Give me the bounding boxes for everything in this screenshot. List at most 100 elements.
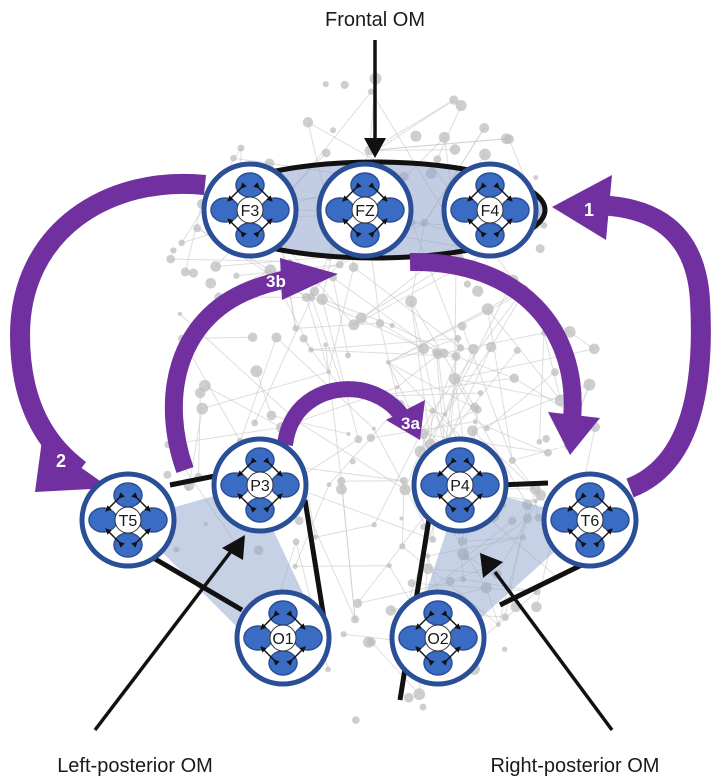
- network-node: [346, 432, 350, 436]
- network-node: [551, 368, 559, 376]
- network-node: [430, 408, 436, 414]
- electrode-subnode: [576, 483, 604, 507]
- network-node: [233, 273, 239, 279]
- network-node: [300, 335, 308, 343]
- electrode-label-o1: O1: [272, 631, 293, 648]
- network-node: [271, 332, 281, 342]
- network-node: [230, 155, 237, 162]
- network-node: [400, 477, 408, 485]
- network-node: [432, 348, 440, 356]
- network-node: [349, 262, 359, 272]
- network-node: [181, 268, 190, 277]
- network-node: [479, 149, 491, 161]
- network-node: [502, 647, 507, 652]
- electrode-label-o2: O2: [427, 631, 448, 648]
- network-node: [457, 344, 464, 351]
- network-node: [341, 81, 349, 89]
- electrode-subnode: [246, 498, 274, 522]
- left-posterior-om-label: Left-posterior OM: [57, 755, 213, 777]
- electrode-subnode: [236, 173, 264, 197]
- electrode-subnode: [269, 651, 297, 675]
- network-node: [542, 435, 550, 443]
- electrode-subnode: [476, 173, 504, 197]
- network-node: [166, 255, 175, 264]
- electrode-subnode: [114, 533, 142, 557]
- step-1-label: 1: [584, 200, 594, 220]
- network-node: [189, 268, 198, 277]
- network-node: [390, 323, 395, 328]
- network-node: [449, 373, 461, 385]
- network-node: [420, 704, 427, 711]
- network-edge: [539, 333, 544, 442]
- network-node: [293, 538, 300, 545]
- network-node: [237, 145, 244, 152]
- network-node: [336, 484, 347, 495]
- network-node: [251, 365, 263, 377]
- network-node: [163, 471, 171, 479]
- right-posterior-om-label: Right-posterior OM: [491, 755, 660, 777]
- electrode-subnode: [89, 508, 117, 532]
- network-node: [295, 516, 304, 525]
- network-node: [323, 342, 328, 347]
- network-node: [326, 370, 331, 375]
- network-node: [408, 579, 416, 587]
- network-node: [323, 81, 329, 87]
- arrow-1-head: [552, 175, 612, 240]
- network-node: [404, 693, 414, 703]
- electrode-label-f3: F3: [241, 203, 260, 220]
- electrode-node-o2: O2: [392, 592, 484, 684]
- network-node: [178, 240, 185, 247]
- network-node: [386, 605, 396, 615]
- network-node: [376, 319, 385, 328]
- network-node: [473, 419, 478, 424]
- network-node: [372, 522, 377, 527]
- network-node: [589, 344, 600, 355]
- electrode-subnode: [601, 508, 629, 532]
- electrode-node-p3: P3: [214, 439, 306, 531]
- electrode-subnode: [294, 626, 322, 650]
- electrode-node-f4: F4: [444, 164, 536, 256]
- electrode-subnode: [139, 508, 167, 532]
- electrode-subnode: [446, 448, 474, 472]
- electrode-subnode: [446, 498, 474, 522]
- network-node: [423, 563, 434, 574]
- network-node: [303, 117, 313, 127]
- network-node: [356, 312, 367, 323]
- step-3a-label: 3a: [401, 414, 420, 433]
- electrode-subnode: [476, 223, 504, 247]
- network-node: [292, 325, 299, 332]
- electrode-node-p4: P4: [414, 439, 506, 531]
- network-node: [482, 303, 494, 315]
- network-node: [410, 131, 421, 142]
- network-edge: [240, 337, 276, 441]
- network-edge: [295, 566, 389, 567]
- network-node: [372, 427, 376, 431]
- network-edge: [341, 481, 355, 619]
- network-edge: [205, 386, 282, 428]
- network-edge: [297, 421, 405, 490]
- network-node: [386, 360, 391, 365]
- network-node: [367, 434, 375, 442]
- electrode-subnode: [236, 223, 264, 247]
- network-node: [350, 458, 356, 464]
- network-node: [449, 95, 458, 104]
- network-node: [514, 347, 521, 354]
- electrode-subnode: [261, 198, 289, 222]
- network-edge: [256, 371, 271, 415]
- network-node: [533, 175, 538, 180]
- network-node: [474, 406, 482, 414]
- electrode-subnode: [351, 223, 379, 247]
- network-node: [186, 486, 191, 491]
- network-node: [429, 536, 436, 543]
- network-node: [352, 716, 360, 724]
- network-node: [210, 261, 221, 272]
- network-node: [345, 352, 351, 358]
- network-node: [443, 412, 448, 417]
- electrode-node-fz: FZ: [319, 164, 411, 256]
- network-node: [193, 224, 201, 232]
- network-edge: [306, 297, 328, 371]
- electrode-subnode: [551, 508, 579, 532]
- electrode-node-t5: T5: [82, 474, 174, 566]
- electrode-label-t5: T5: [119, 513, 138, 530]
